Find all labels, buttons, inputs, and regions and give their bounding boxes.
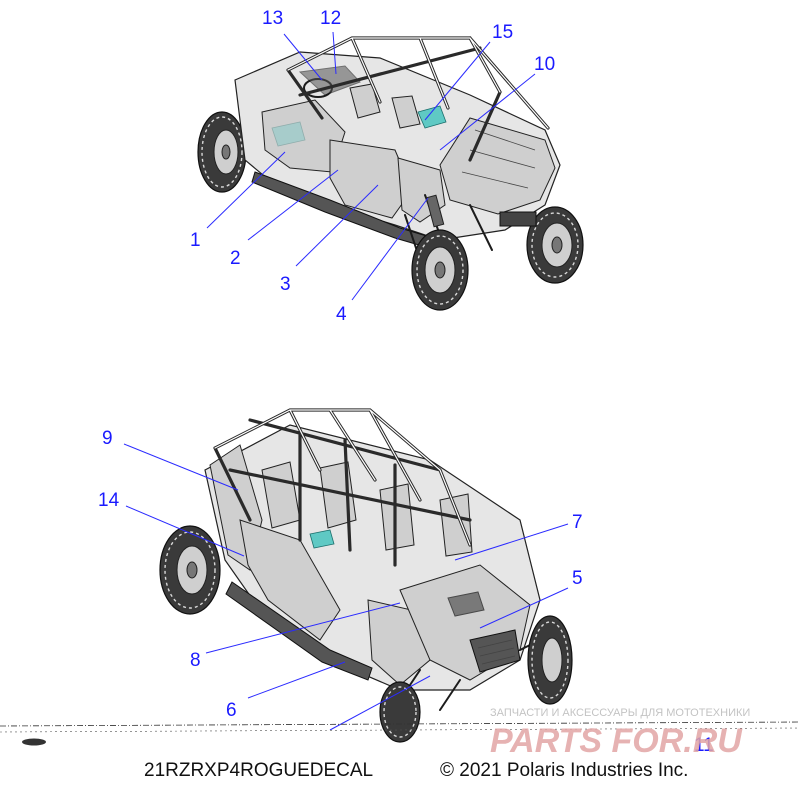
callout-10: 10 [534, 54, 555, 75]
callout-1: 1 [190, 230, 201, 251]
wheel-rear-left-bottom [159, 525, 221, 615]
callout-8: 8 [190, 650, 201, 671]
callout-7: 7 [572, 512, 583, 533]
callout-numbers: 1 2 3 4 5 6 7 8 9 10 11 12 13 14 15 [98, 8, 714, 756]
callout-9: 9 [102, 428, 113, 449]
vehicle-bottom-view [159, 408, 573, 743]
vehicle-top-view [197, 36, 584, 311]
callout-12: 12 [320, 8, 341, 29]
diagram-code: 21RZRXP4ROGUEDECAL [144, 760, 373, 781]
callout-6: 6 [226, 700, 237, 721]
watermark-tagline: ЗАПЧАСТИ И АКСЕССУАРЫ ДЛЯ МОТОТЕХНИКИ [490, 707, 750, 719]
callout-3: 3 [280, 274, 291, 295]
callout-5: 5 [572, 568, 583, 589]
callout-4: 4 [336, 304, 347, 325]
leader-lines [123, 31, 569, 731]
watermark: ЗАПЧАСТИ И АКСЕССУАРЫ ДЛЯ МОТОТЕХНИКИ PA… [490, 707, 750, 760]
wheel-front-right-bottom [527, 615, 573, 705]
decal-strip-11 [0, 721, 800, 746]
callout-13: 13 [262, 8, 283, 29]
callout-15: 15 [492, 22, 513, 43]
watermark-logo: PARTS FOR.RU [490, 722, 743, 760]
callout-2: 2 [230, 248, 241, 269]
wheel-rear-right [411, 229, 469, 311]
copyright-notice: © 2021 Polaris Industries Inc. [440, 760, 688, 781]
wheel-rear-left [197, 111, 247, 193]
callout-11: 11 [694, 735, 714, 756]
wheel-front-left-bottom [379, 681, 421, 743]
wheel-front-right [526, 206, 584, 284]
callout-14: 14 [98, 490, 120, 511]
